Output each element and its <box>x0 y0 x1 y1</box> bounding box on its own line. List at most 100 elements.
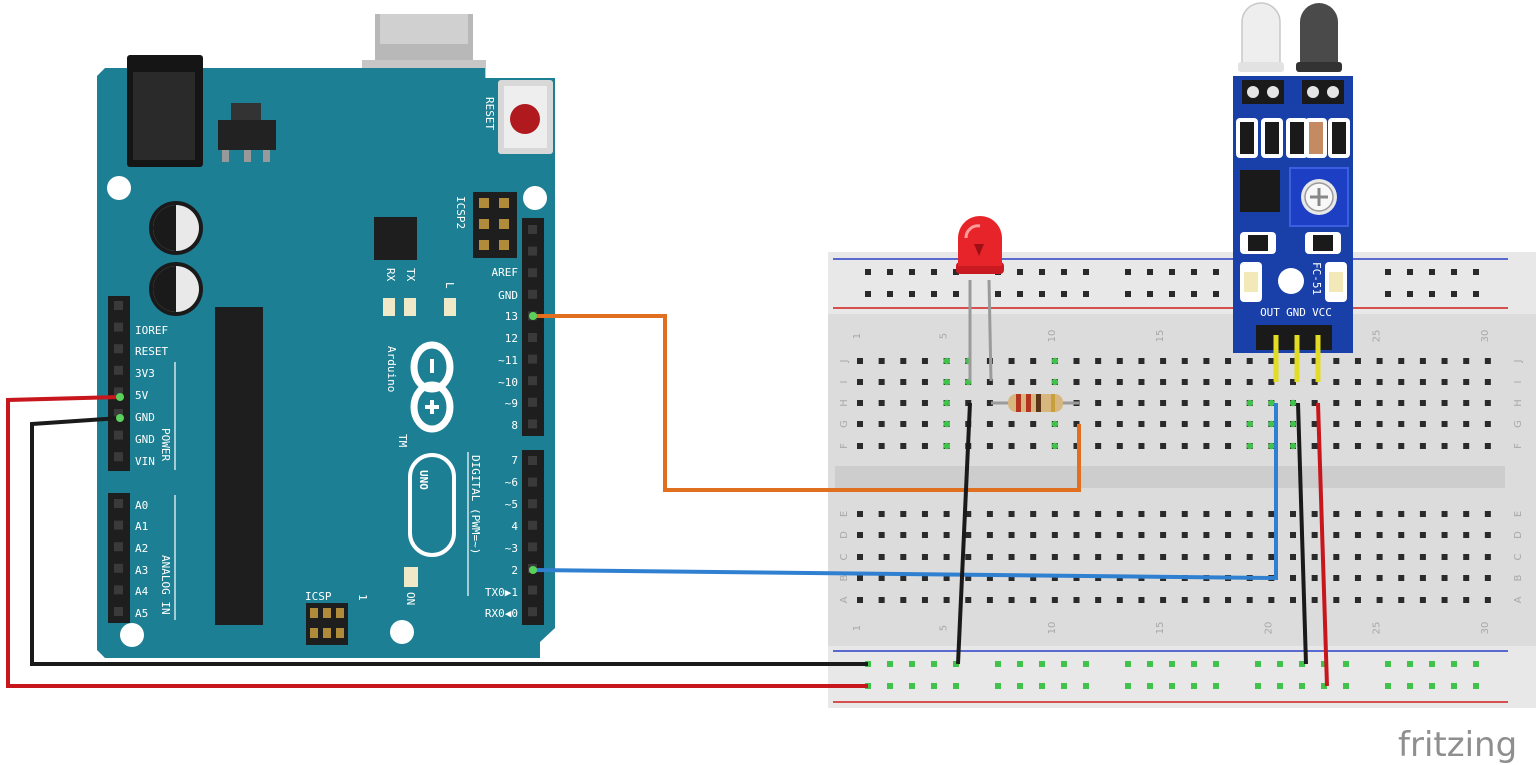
rail-hole <box>1147 661 1153 667</box>
breadboard-hole <box>1116 532 1123 538</box>
rail-hole <box>1255 661 1261 667</box>
breadboard-hole <box>1095 379 1102 385</box>
breadboard-hole <box>1376 597 1383 603</box>
rail-hole <box>1147 683 1153 689</box>
digital-pin-label: AREF <box>492 266 519 279</box>
uno-badge <box>408 453 456 557</box>
breadboard-hole <box>965 554 972 560</box>
rail-hole <box>1125 291 1131 297</box>
row-label: C <box>1513 553 1524 560</box>
breadboard-hole <box>1354 575 1361 581</box>
breadboard-hole <box>1008 358 1015 364</box>
breadboard-hole <box>1354 532 1361 538</box>
row-label: G <box>839 420 850 428</box>
breadboard-hole <box>1484 532 1491 538</box>
breadboard-hole <box>1116 421 1123 427</box>
wire-red-sensor-vcc <box>1316 402 1329 687</box>
power-pin-label: 3V3 <box>135 367 155 380</box>
breadboard-hole <box>1225 421 1232 427</box>
column-number: 25 <box>1372 330 1383 343</box>
digital-header-upper <box>522 218 544 436</box>
breadboard-hole <box>1311 532 1318 538</box>
breadboard-hole <box>1030 532 1037 538</box>
breadboard-hole <box>1311 597 1318 603</box>
digital-pin-label: 13 <box>505 310 518 323</box>
breadboard-hole <box>1030 575 1037 581</box>
rail-hole <box>931 269 937 275</box>
breadboard-hole <box>1311 358 1318 364</box>
breadboard-hole <box>986 575 993 581</box>
breadboard-hole <box>1073 421 1080 427</box>
breadboard-hole <box>943 575 950 581</box>
mounting-hole <box>107 176 131 200</box>
sensor-mounting-hole <box>1278 268 1304 294</box>
row-label: B <box>1513 574 1524 581</box>
rail-hole <box>1083 661 1089 667</box>
rail-hole <box>1473 291 1479 297</box>
breadboard-hole <box>1030 511 1037 517</box>
tx-label: TX <box>404 268 417 282</box>
breadboard-hole <box>1463 379 1470 385</box>
breadboard-hole <box>1246 511 1253 517</box>
breadboard-hole <box>1419 554 1426 560</box>
breadboard-hole <box>943 511 950 517</box>
breadboard-hole <box>1268 358 1275 364</box>
rail-hole <box>1473 683 1479 689</box>
row-label: J <box>1513 360 1524 364</box>
row-label: F <box>839 443 850 449</box>
breadboard-hole <box>1268 532 1275 538</box>
sensor-pin-label: VCC <box>1312 306 1332 319</box>
breadboard-hole <box>921 597 928 603</box>
breadboard-hole <box>1160 421 1167 427</box>
breadboard-hole <box>1181 358 1188 364</box>
breadboard-hole <box>1030 358 1037 364</box>
digital-pin-label: 2 <box>511 564 518 577</box>
reset-button[interactable] <box>498 80 553 154</box>
rail-hole <box>931 683 937 689</box>
wire-black-led <box>956 402 972 665</box>
breadboard-hole <box>1311 421 1318 427</box>
power-pin-label: GND <box>135 433 155 446</box>
breadboard-hole <box>1441 532 1448 538</box>
breadboard-hole <box>1138 532 1145 538</box>
breadboard-hole <box>921 511 928 517</box>
breadboard-hole <box>986 511 993 517</box>
breadboard-hole <box>1138 511 1145 517</box>
rail-hole <box>953 661 959 667</box>
rail-hole <box>1277 683 1283 689</box>
breadboard-hole <box>1354 511 1361 517</box>
rail-hole <box>865 269 871 275</box>
wire-blue-pin2 <box>532 403 1278 581</box>
breadboard-hole <box>1463 511 1470 517</box>
breadboard-hole <box>1398 443 1405 449</box>
row-label: H <box>839 399 850 407</box>
breadboard-hole <box>1333 421 1340 427</box>
analog-pin-label: A3 <box>135 564 148 577</box>
breadboard-hole <box>1333 443 1340 449</box>
l-label: L <box>443 282 456 289</box>
rail-hole <box>1385 269 1391 275</box>
breadboard-hole <box>921 400 928 406</box>
rail-hole <box>1125 683 1131 689</box>
breadboard-hole <box>900 532 907 538</box>
row-label: E <box>839 511 850 517</box>
breadboard-hole <box>1441 597 1448 603</box>
comparator-chip <box>1240 170 1280 212</box>
power-pin-label: GND <box>135 411 155 424</box>
rail-hole <box>865 291 871 297</box>
column-number: 1 <box>852 625 863 631</box>
sensor-pin-label: GND <box>1286 306 1306 319</box>
breadboard-hole <box>1008 554 1015 560</box>
breadboard-hole <box>857 575 863 581</box>
rail-hole <box>1429 291 1435 297</box>
breadboard-hole <box>1181 379 1188 385</box>
breadboard-hole <box>1376 554 1383 560</box>
breadboard-hole <box>1376 532 1383 538</box>
breadboard-hole <box>1311 379 1318 385</box>
breadboard-hole <box>1181 511 1188 517</box>
breadboard-hole <box>1225 554 1232 560</box>
breadboard-hole <box>1290 511 1296 517</box>
breadboard-hole <box>1441 421 1448 427</box>
breadboard-hole <box>1225 511 1232 517</box>
